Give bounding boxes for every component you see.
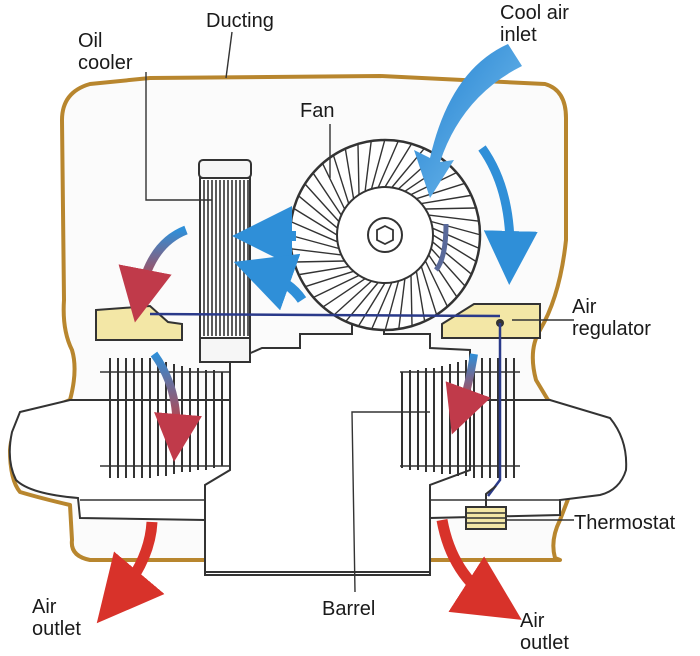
fan-blade bbox=[384, 144, 412, 188]
fan-blade bbox=[416, 183, 465, 200]
fan-blade bbox=[432, 234, 476, 262]
fan-blade bbox=[424, 260, 448, 307]
cool-air-arrow bbox=[478, 145, 538, 285]
air-outlet-arrow-right bbox=[436, 518, 522, 620]
air-outlet-arrow-left bbox=[96, 521, 165, 624]
fan-blade bbox=[398, 278, 406, 329]
label-ducting: Ducting bbox=[206, 10, 274, 32]
fan-blade bbox=[428, 214, 479, 222]
label-air-outlet-left: Air outlet bbox=[32, 596, 81, 640]
fan-blade bbox=[430, 248, 465, 286]
cool-air-arrow bbox=[118, 225, 188, 323]
leader-lines bbox=[145, 31, 574, 593]
fan-blade bbox=[377, 141, 399, 188]
fan-blade bbox=[334, 280, 372, 315]
fan-blade bbox=[428, 254, 457, 297]
cool-air-arrow bbox=[433, 223, 449, 272]
fan-blade bbox=[410, 275, 413, 326]
fan-blade bbox=[294, 208, 338, 236]
fan-blade bbox=[364, 141, 372, 192]
fan-blade bbox=[384, 280, 400, 330]
fan-blade bbox=[333, 155, 350, 204]
fan-blade bbox=[432, 227, 479, 249]
air-regulator-right bbox=[441, 303, 541, 339]
fan-blade bbox=[370, 140, 386, 190]
fan-blade bbox=[313, 274, 360, 298]
fan-blade bbox=[432, 241, 472, 275]
fan-blade bbox=[358, 282, 386, 326]
fan-blade bbox=[371, 282, 393, 329]
label-air-outlet-right: Air outlet bbox=[520, 610, 569, 654]
thermostat bbox=[465, 485, 507, 530]
regulator-rod bbox=[149, 312, 501, 318]
label-oil-cooler: Oil cooler bbox=[78, 30, 133, 74]
fan-blade bbox=[420, 266, 437, 315]
fan-blade bbox=[298, 195, 338, 229]
label-air-regulator: Air regulator bbox=[572, 296, 651, 340]
fan-blade bbox=[430, 220, 480, 236]
label-thermostat: Thermostat bbox=[574, 512, 676, 534]
cool-air-inlet-arrow bbox=[414, 44, 522, 198]
fan-blade bbox=[425, 207, 476, 210]
fan-blade bbox=[357, 144, 360, 195]
cylinder-fins-left bbox=[109, 358, 223, 478]
fan-blade bbox=[344, 149, 355, 199]
cool-air-arrow bbox=[233, 253, 307, 311]
central-block bbox=[204, 295, 471, 573]
label-cool-air-inlet: Cool air inlet bbox=[500, 2, 569, 46]
fan-blade bbox=[421, 194, 471, 205]
oil-cooler bbox=[198, 159, 252, 363]
fan bbox=[288, 138, 482, 332]
fan-blade bbox=[313, 173, 342, 216]
cool-air-arrow bbox=[150, 351, 202, 462]
fan-blade bbox=[323, 278, 366, 307]
label-fan: Fan bbox=[300, 100, 335, 122]
fan-blade bbox=[290, 234, 340, 250]
fan-blade bbox=[299, 265, 349, 276]
fan-blade bbox=[305, 184, 340, 222]
fan-blade bbox=[294, 260, 345, 263]
label-barrel: Barrel bbox=[322, 598, 376, 620]
fan-blade bbox=[305, 270, 354, 287]
cool-air-arrow bbox=[445, 353, 491, 435]
fan-blade bbox=[291, 248, 342, 256]
fan-blade bbox=[322, 163, 346, 210]
fan-blade bbox=[291, 221, 338, 243]
cylinder-fins-right bbox=[401, 358, 515, 478]
fan-blade bbox=[415, 271, 426, 321]
